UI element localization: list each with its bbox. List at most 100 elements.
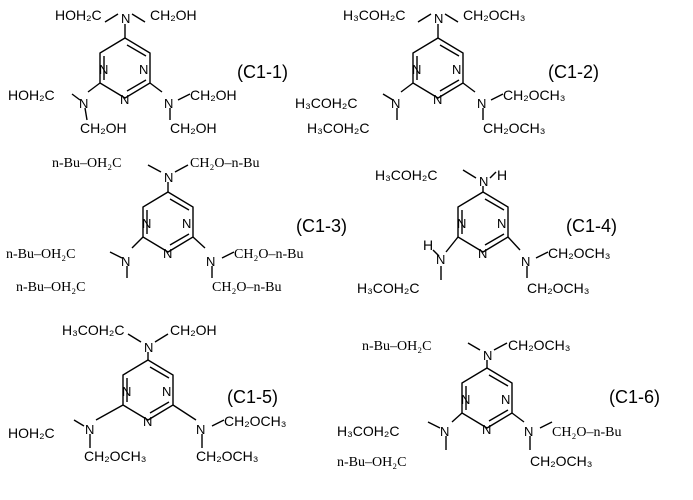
ring-n-atom: N	[497, 216, 506, 231]
ring-n-atom: N	[452, 62, 461, 77]
substituent-label: n-Bu–OH₂C	[6, 247, 75, 262]
substituent-label: CH₂O–n-Bu	[190, 156, 259, 171]
bond	[155, 334, 168, 342]
structure-c1-4: N H₃COH₂C H N N N N H H₃COH₂C N CH₂OCH₃ …	[357, 167, 617, 296]
n-atom: N	[440, 424, 449, 439]
bond	[175, 165, 188, 172]
bond	[132, 14, 145, 22]
bond	[88, 83, 100, 92]
bond	[446, 237, 458, 252]
structure-c1-6: N n-Bu–OH₂C CH₂OCH₃ N N N N H₃COH₂C n-Bu…	[337, 337, 660, 470]
substituent-label: H₃COH₂C	[307, 120, 369, 136]
structure-label: (C1-5)	[227, 387, 278, 407]
substituent-label: H₃COH₂C	[62, 322, 124, 338]
bond	[463, 170, 476, 178]
ring-n-atom: N	[412, 62, 421, 77]
bond	[401, 83, 413, 92]
ring-n-atom: N	[142, 216, 151, 231]
ring-n-atom: N	[482, 422, 491, 437]
structure-c1-2: N H₃COH₂C CH₂OCH₃ N N N N H₃COH₂C H₃COH₂…	[295, 7, 599, 136]
n-atom: N	[483, 348, 492, 363]
ring-n-atom: N	[122, 384, 131, 399]
bond	[212, 420, 224, 426]
substituent-label: CH₂O–n-Bu	[234, 247, 303, 262]
bond	[74, 420, 84, 426]
bond	[132, 237, 143, 248]
bond	[540, 422, 552, 428]
structure-label: (C1-2)	[548, 62, 599, 82]
bond	[445, 14, 458, 22]
substituent-label: n-Bu–OH₂C	[362, 339, 431, 354]
ring-n-atom: N	[99, 62, 108, 77]
substituent-label: H₃COH₂C	[295, 95, 357, 111]
n-atom: N	[436, 252, 445, 267]
ring-double-bond	[440, 45, 459, 56]
ring-n-atom: N	[162, 384, 171, 399]
bond	[128, 334, 141, 342]
bond	[222, 252, 234, 258]
structure-c1-5: N H₃COH₂C CH₂OH N N N N HOH₂C CH₂OCH₃ N …	[8, 322, 286, 464]
ring-double-bond	[485, 199, 504, 210]
ring-n-atom: N	[139, 62, 148, 77]
n-atom: N	[196, 422, 205, 437]
bond	[490, 172, 496, 178]
substituent-label: CH₂OCH₃	[527, 280, 589, 296]
substituent-label: H	[423, 237, 433, 253]
substituent-label: CH₂OCH₃	[503, 87, 565, 103]
substituent-label: CH₂OCH₃	[508, 337, 570, 353]
substituent-label: CH₂OH	[150, 7, 197, 23]
n-atom: N	[121, 11, 130, 26]
substituent-label: CH₂OCH₃	[483, 120, 545, 136]
ring-n-atom: N	[501, 392, 510, 407]
ring-double-bond	[127, 80, 146, 91]
substituent-label: HOH₂C	[8, 425, 55, 441]
bond	[193, 237, 205, 248]
ring-double-bond	[127, 45, 146, 56]
bond	[494, 343, 507, 350]
ring-n-atom: N	[143, 414, 152, 429]
structure-label: (C1-4)	[566, 216, 617, 236]
substituent-label: H₃COH₂C	[357, 280, 419, 296]
n-atom: N	[477, 96, 486, 111]
n-atom: N	[391, 96, 400, 111]
n-atom: N	[164, 170, 173, 185]
substituent-label: CH₂O–n-Bu	[552, 425, 621, 440]
structure-c1-1: N HOH₂C CH₂OH N N N N HOH₂C CH₂OH N CH₂O…	[8, 7, 288, 136]
substituent-label: CH₂OCH₃	[463, 7, 525, 23]
ring-double-bond	[150, 402, 169, 413]
substituent-label: CH₂OH	[170, 120, 217, 136]
bond	[105, 14, 118, 22]
ring-n-atom: N	[120, 92, 129, 107]
substituent-label: CH₂OH	[80, 120, 127, 136]
bond	[96, 405, 123, 420]
bond	[468, 343, 480, 350]
substituent-label: n-Bu–OH₂C	[337, 455, 406, 470]
structure-c1-3: N n-Bu–OH₂C CH₂O–n-Bu N N N N n-Bu–OH₂C …	[6, 156, 347, 295]
n-atom: N	[434, 11, 443, 26]
substituent-label: CH₂OH	[190, 87, 237, 103]
n-atom: N	[121, 254, 130, 269]
n-atom: N	[79, 96, 88, 111]
substituent-label: CH₂OH	[170, 322, 217, 338]
bond	[452, 413, 462, 422]
n-atom: N	[524, 424, 533, 439]
ring-n-atom: N	[461, 392, 470, 407]
bond	[178, 94, 190, 100]
ring-n-atom: N	[163, 246, 172, 261]
ring-double-bond	[489, 410, 508, 421]
n-atom: N	[164, 96, 173, 111]
structure-label: (C1-1)	[237, 62, 288, 82]
bond	[428, 422, 440, 428]
bond	[508, 237, 520, 250]
ring-double-bond	[485, 234, 504, 245]
substituent-label: CH₂OCH₃	[84, 448, 146, 464]
substituent-label: H₃COH₂C	[337, 423, 399, 439]
bond	[491, 94, 503, 100]
substituent-label: n-Bu–OH₂C	[52, 156, 121, 171]
ring-n-atom: N	[433, 92, 442, 107]
bond	[173, 405, 196, 420]
n-atom: N	[479, 174, 488, 189]
substituent-label: H₃COH₂C	[375, 167, 437, 183]
ring-double-bond	[150, 367, 169, 378]
